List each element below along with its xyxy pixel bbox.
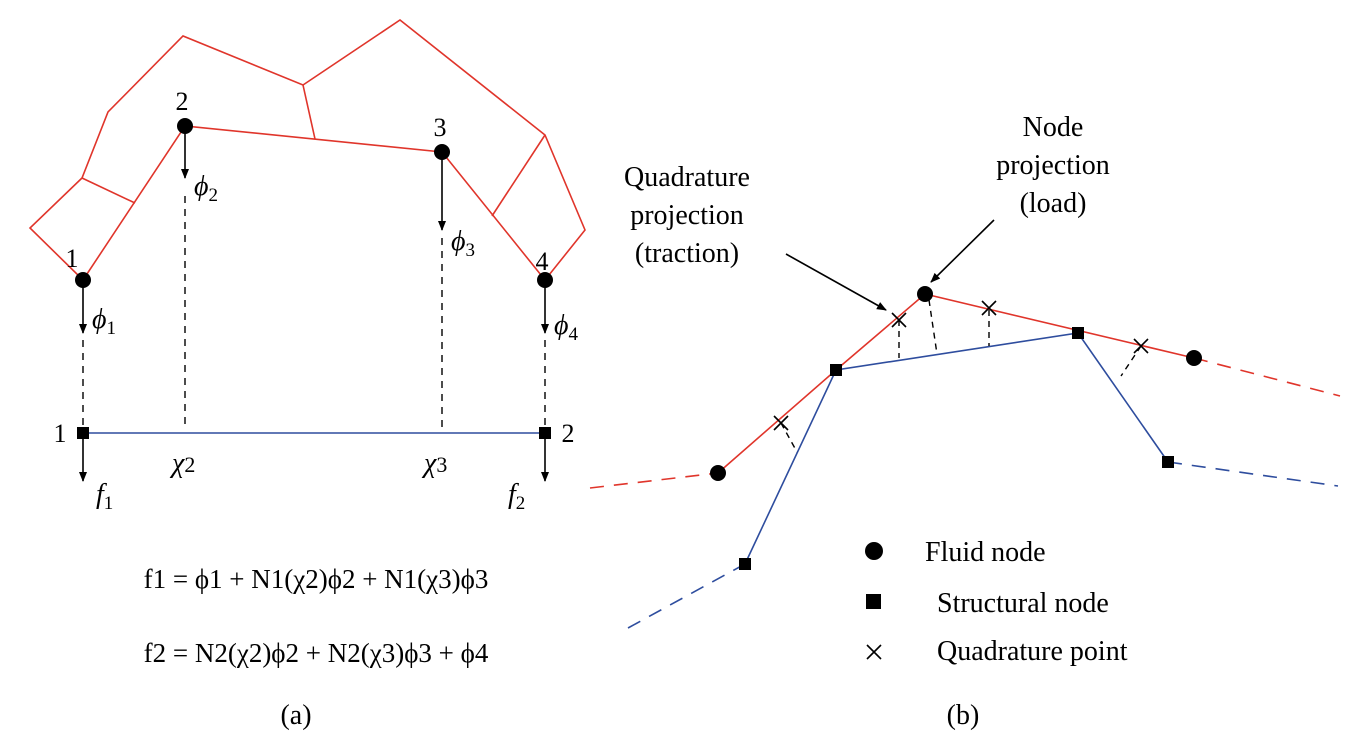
struct-node-label-2: 2 (562, 419, 575, 448)
fluid-interface (82, 125, 546, 281)
legend-fluid-node-icon (865, 542, 883, 560)
fluid-mesh (28, 19, 586, 281)
phi-label-4: ϕ4 (554, 310, 579, 345)
fluid-node (917, 286, 933, 302)
struct-node-label-1: 1 (54, 419, 67, 448)
phi-label-3: ϕ3 (451, 226, 475, 261)
node-annotation-line-3: (load) (1020, 188, 1087, 219)
structure-dashed-right (1167, 461, 1339, 487)
legend-label-structural-node: Structural node (937, 588, 1109, 619)
fluid-node (537, 272, 553, 288)
structural-node (539, 427, 551, 439)
fluid-node (710, 465, 726, 481)
projection-line (780, 422, 798, 453)
fluid-node-label-1: 1 (66, 244, 79, 273)
fluid-node-label-2: 2 (176, 87, 189, 116)
caption-b: (b) (947, 700, 980, 731)
fluid-interface (717, 293, 1195, 474)
node-annotation-arrow (930, 219, 995, 283)
structural-node (1072, 327, 1084, 339)
projection-line (1120, 345, 1142, 377)
equation-f2: f2 = N2(χ2)ϕ2 + N2(χ3)ϕ3 + ϕ4 (144, 638, 489, 668)
quadrature-annotation-arrow (785, 253, 887, 311)
quadrature-point (891, 312, 907, 328)
phi-label-1: ϕ1 (92, 304, 116, 339)
fluid-mesh-edge (491, 134, 546, 217)
force-label-2: f2 (508, 479, 525, 514)
structural-node (739, 558, 751, 570)
panel-b: Quadrature projection (traction) Node pr… (589, 112, 1341, 731)
legend-label-quadrature-point: Quadrature point (937, 636, 1128, 667)
legend: Fluid node Structural node Quadrature po… (865, 537, 1128, 667)
fluid-node-label-4: 4 (536, 247, 549, 276)
quadrature-point (1133, 338, 1149, 354)
fluid-node (177, 118, 193, 134)
node-annotation-line-1: Node (1023, 112, 1084, 143)
quadrature-annotation-line-1: Quadrature (624, 162, 750, 193)
force-label-1: f1 (96, 479, 113, 514)
fluid-mesh-edge (81, 177, 136, 204)
fluid-node (75, 272, 91, 288)
fluid-node-label-3: 3 (434, 113, 447, 142)
chi-label-2: χ2 (169, 448, 195, 479)
fluid-interface-dashed-right (1193, 357, 1341, 397)
fluid-mesh-edge (302, 84, 316, 140)
structural-node (77, 427, 89, 439)
legend-quadrature-point-icon (866, 644, 882, 660)
node-annotation-line-2: projection (996, 150, 1110, 181)
quadrature-annotation-line-2: projection (630, 200, 744, 231)
quadrature-annotation-line-3: (traction) (635, 238, 739, 269)
fluid-interface-dashed-left (589, 472, 719, 489)
quadrature-point (981, 300, 997, 316)
structural-node (1162, 456, 1174, 468)
structural-node (830, 364, 842, 376)
phi-label-2: ϕ2 (194, 171, 218, 206)
legend-structural-node-icon (866, 594, 881, 609)
caption-a: (a) (280, 700, 311, 731)
legend-label-fluid-node: Fluid node (925, 537, 1046, 568)
structure-dashed-left (627, 563, 746, 629)
fluid-outer-boundary (28, 19, 586, 281)
projection-line (928, 299, 938, 355)
equation-f1: f1 = ϕ1 + N1(χ2)ϕ2 + N1(χ3)ϕ3 (144, 564, 489, 594)
fluid-node (1186, 350, 1202, 366)
fluid-node (434, 144, 450, 160)
panel-a: 1 2 3 4 1 2 ϕ1 ϕ2 ϕ3 ϕ4 χ2 χ3 f1 f2 f1 =… (28, 19, 586, 731)
structural-interface (744, 332, 1169, 565)
chi-label-3: χ3 (421, 448, 447, 479)
quadrature-point (773, 415, 789, 431)
